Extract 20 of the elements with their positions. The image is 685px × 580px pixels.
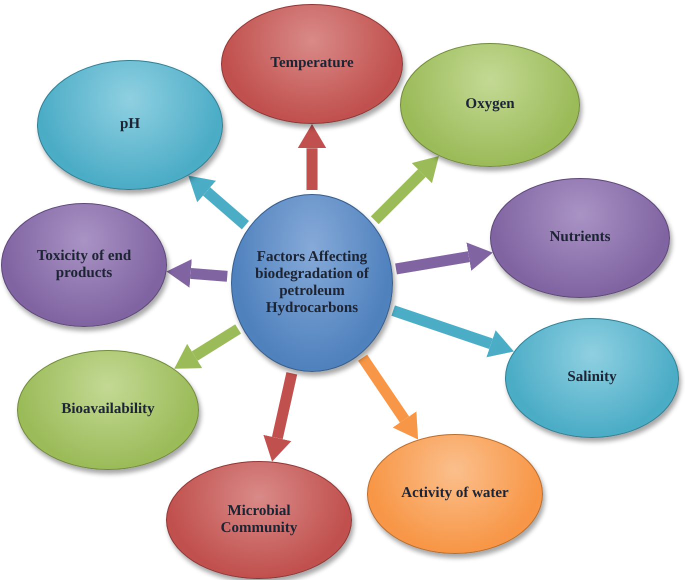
- factor-ellipse: [221, 4, 403, 124]
- arrow: [263, 372, 298, 462]
- node-label: Oxygen: [465, 96, 515, 114]
- node-label: Activity of water: [401, 485, 509, 503]
- arrow: [166, 259, 228, 288]
- node-label: Toxicity of end products: [36, 248, 132, 282]
- node-label: Salinity: [567, 369, 617, 387]
- arrow: [298, 124, 326, 190]
- node-label: Bioavailability: [61, 401, 155, 419]
- node-label: Microbial Community: [220, 502, 298, 538]
- arrow: [358, 354, 418, 440]
- arrow: [188, 176, 250, 230]
- node-label: Nutrients: [550, 229, 610, 247]
- node-label: pH: [120, 116, 140, 134]
- arrow: [370, 156, 439, 224]
- node-label: Factors Affecting biodegradation of petroleum Hydrocarbons: [254, 248, 370, 318]
- arrow: [395, 242, 493, 274]
- arrow: [391, 305, 514, 358]
- node-label: Temperature: [270, 55, 354, 73]
- arrow: [174, 324, 242, 369]
